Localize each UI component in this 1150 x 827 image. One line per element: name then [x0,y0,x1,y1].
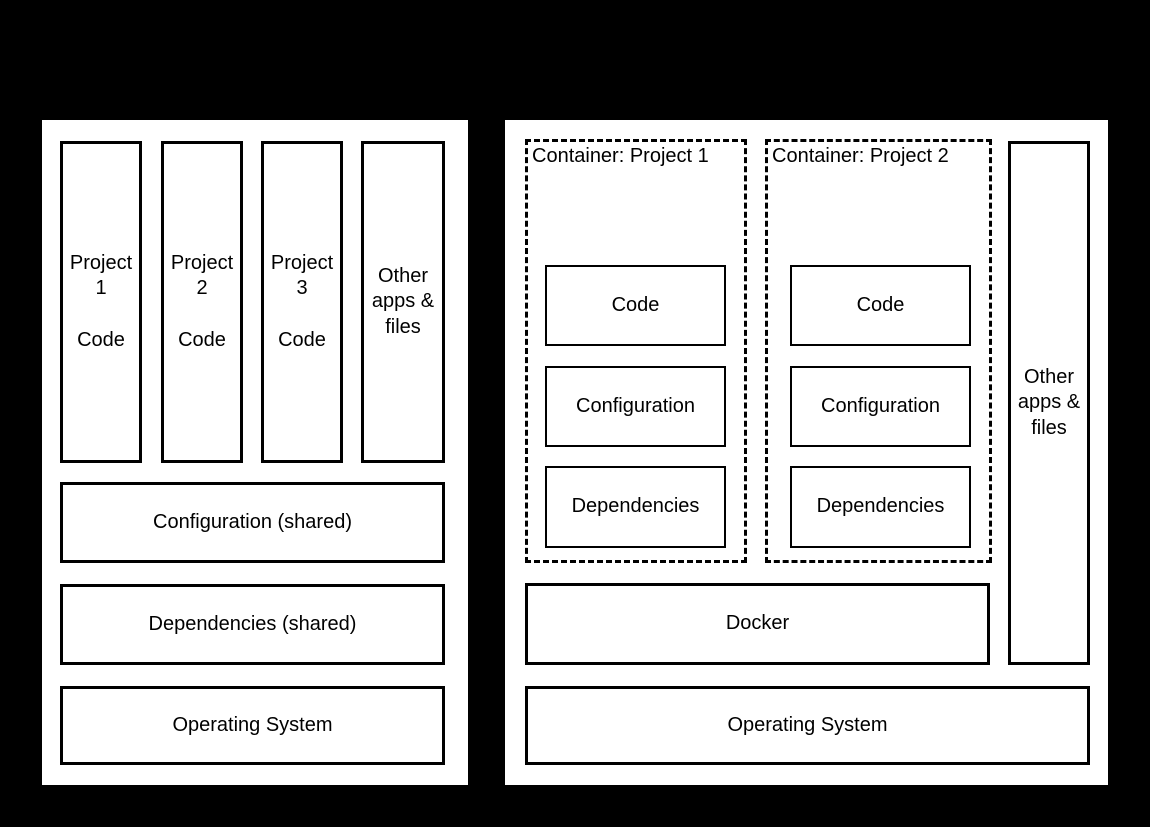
layer-docker-label: Docker [725,612,790,635]
container-2-item-dependencies-label: Dependencies [816,495,945,518]
container-2-item-configuration-label: Configuration [821,394,940,417]
layer-operating-system-left: Operating System [60,686,445,765]
project-column-2-label: Project 2 Code [170,251,234,351]
layer-configuration-shared-label: Configuration (shared) [153,510,352,533]
container-project-2-label: Container: Project 2 [772,145,949,167]
right-panel-with-docker: Container: Project 1 Code Configuration … [505,120,1108,785]
container-2-item-code: Code [790,265,971,346]
container-project-1: Container: Project 1 Code Configuration … [525,139,747,563]
container-2-item-configuration: Configuration [790,366,971,447]
layer-dependencies-shared: Dependencies (shared) [60,584,445,665]
project-column-1: Project 1 Code [60,141,142,463]
container-2-item-dependencies: Dependencies [790,466,971,548]
layer-configuration-shared: Configuration (shared) [60,482,445,563]
container-1-item-dependencies-label: Dependencies [571,495,700,518]
layer-operating-system-left-label: Operating System [172,713,333,736]
layer-docker: Docker [525,583,990,665]
left-panel-without-docker: Project 1 Code Project 2 Code Project 3 … [42,120,468,785]
container-project-2: Container: Project 2 Code Configuration … [765,139,992,563]
container-1-item-configuration: Configuration [545,366,726,447]
other-apps-column-left: Other apps & files [361,141,445,463]
layer-operating-system-right-label: Operating System [727,713,888,736]
layer-dependencies-shared-label: Dependencies (shared) [148,612,357,635]
other-apps-column-left-label: Other apps & files [371,264,435,338]
layer-operating-system-right: Operating System [525,686,1090,765]
container-1-item-configuration-label: Configuration [576,394,695,417]
container-1-item-code: Code [545,265,726,346]
project-column-3: Project 3 Code [261,141,343,463]
container-1-item-dependencies: Dependencies [545,466,726,548]
project-column-2: Project 2 Code [161,141,243,463]
other-apps-column-right-label: Other apps & files [1017,365,1081,439]
container-1-item-code-label: Code [611,293,660,316]
project-column-1-label: Project 1 Code [69,251,133,351]
project-column-3-label: Project 3 Code [270,251,334,351]
container-2-item-code-label: Code [856,293,905,316]
other-apps-column-right: Other apps & files [1008,141,1090,665]
container-project-1-label: Container: Project 1 [532,145,709,167]
